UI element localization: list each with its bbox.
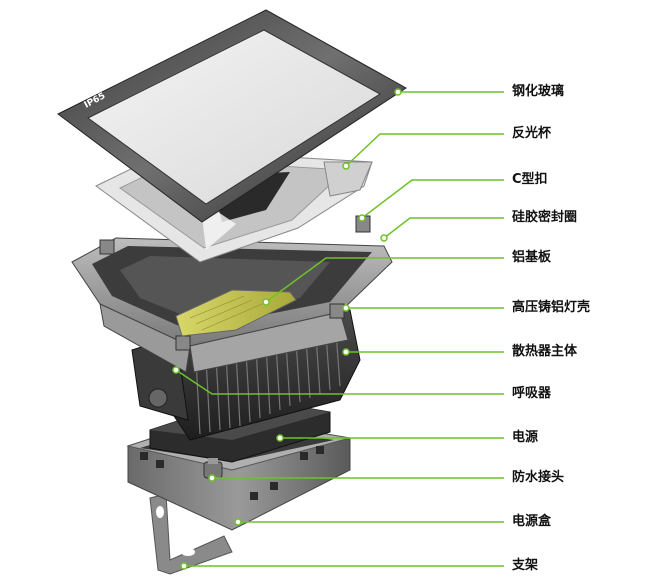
leader-c-clip bbox=[361, 179, 504, 219]
label-power-box: 电源盒 bbox=[512, 514, 552, 529]
label-die-cast-housing: 高压铸铝灯壳 bbox=[512, 300, 591, 315]
leader-reflector bbox=[345, 133, 504, 167]
glass-part: IP65 bbox=[57, 9, 407, 223]
label-silicone-gasket: 硅胶密封圈 bbox=[512, 210, 578, 225]
leader-lines bbox=[175, 91, 504, 567]
leader-breather bbox=[175, 369, 504, 395]
leader-aluminum-substrate bbox=[265, 257, 504, 303]
bracket-part bbox=[149, 493, 233, 575]
label-heatsink-body: 散热器主体 bbox=[512, 344, 578, 359]
label-waterproof-connector: 防水接头 bbox=[512, 470, 565, 485]
leader-silicone-gasket bbox=[383, 217, 504, 239]
label-aluminum-substrate: 铝基板 bbox=[512, 250, 552, 265]
label-reflector: 反光杯 bbox=[512, 126, 552, 141]
label-c-clip: C型扣 bbox=[512, 172, 548, 187]
label-glass: 钢化玻璃 bbox=[512, 84, 565, 99]
label-power-supply: 电源 bbox=[512, 430, 539, 445]
waterproof-connector-part bbox=[203, 458, 223, 479]
leader-dots bbox=[172, 88, 402, 570]
label-breather: 呼吸器 bbox=[512, 386, 552, 401]
label-bracket: 支架 bbox=[512, 558, 539, 573]
